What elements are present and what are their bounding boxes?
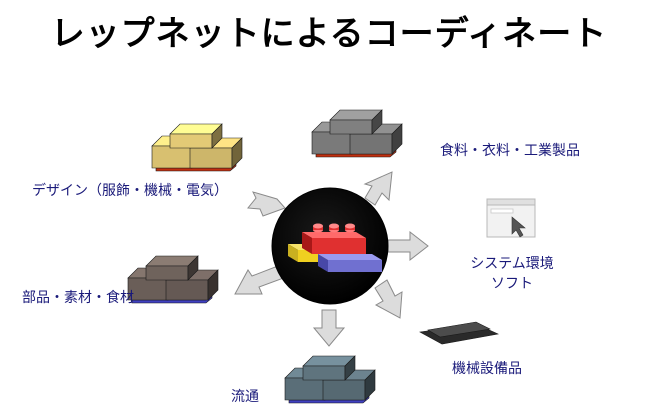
label-system: システム環境 ソフト [462, 253, 562, 293]
label-equipment: 機械設備品 [452, 361, 522, 377]
brick-front [322, 379, 366, 401]
label-parts: 部品・素材・食材 [22, 290, 134, 306]
arrow-to-design [247, 191, 286, 217]
brick-cluster-industrial [311, 109, 403, 158]
brick-side [344, 355, 356, 381]
hub [271, 187, 389, 305]
brick-clusters [127, 109, 500, 404]
brick-flat-top [427, 321, 491, 338]
arrow-to-system [387, 230, 429, 262]
brick-side [187, 255, 199, 281]
brick-side [207, 269, 219, 301]
label-system-line2: ソフト [491, 276, 533, 292]
page-title: レップネットによるコーディネート [50, 14, 608, 54]
arrow-to-industrial [363, 171, 393, 206]
brick-front [189, 147, 233, 169]
arrow-to-distribution [312, 309, 346, 347]
brick-front [329, 119, 373, 135]
arrows [234, 171, 429, 347]
brick-front [169, 133, 213, 149]
brick-cluster-parts [127, 255, 219, 304]
brick-cluster-equipment [419, 321, 500, 345]
label-system-line1: システム環境 [470, 256, 554, 272]
arrow-to-equipment [374, 279, 403, 319]
brick-front [302, 365, 346, 381]
brick-front [311, 131, 353, 155]
brick-cluster-distribution [284, 355, 376, 404]
lego-hub-icon [288, 223, 382, 272]
brick-front [151, 145, 193, 169]
label-design: デザイン（服飾・機械・電気） [32, 183, 228, 199]
window-cursor-icon [486, 198, 536, 238]
brick-front [165, 279, 209, 301]
brick-side [231, 137, 243, 169]
brick-front [349, 133, 393, 155]
brick-side [371, 109, 383, 135]
label-distribution: 流通 [231, 389, 259, 405]
brick-cluster-design [151, 123, 243, 172]
brick-side [364, 369, 376, 401]
brick-front [145, 265, 189, 281]
brick-front [284, 377, 326, 401]
brick-side [391, 123, 403, 155]
brick-front [127, 277, 169, 301]
brick-side [211, 123, 223, 149]
label-industrial: 食料・衣料・工業製品 [440, 143, 580, 159]
